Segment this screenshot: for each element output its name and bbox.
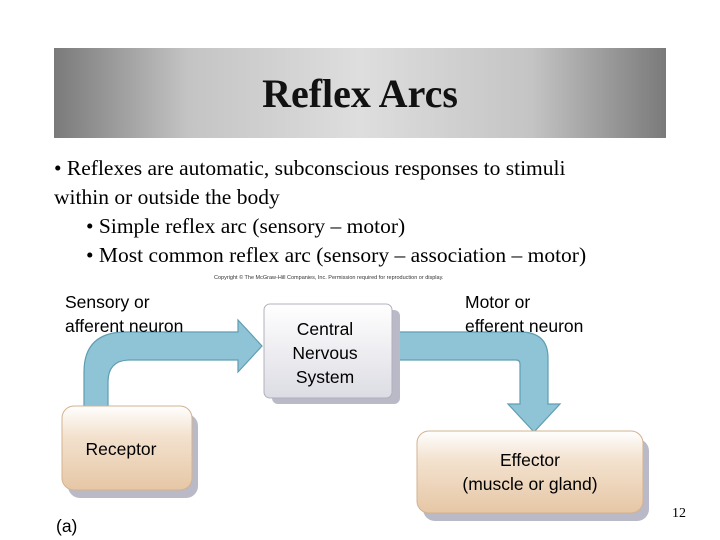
sensory-neuron-label: Sensory or afferent neuron xyxy=(65,290,183,338)
effector-label: Effector (muscle or gland) xyxy=(417,448,643,496)
motor-label-line-1: Motor or xyxy=(465,292,531,312)
receptor-box xyxy=(61,405,193,491)
cns-label-line-1: Central xyxy=(296,319,354,339)
title-bar: Reflex Arcs xyxy=(54,48,666,138)
bullet-sub-1: • Simple reflex arc (sensory – motor) xyxy=(86,214,406,238)
motor-label-line-2: efferent neuron xyxy=(465,316,584,336)
cns-label-line-2: Nervous xyxy=(292,343,358,363)
motor-neuron-label: Motor or efferent neuron xyxy=(465,290,583,338)
motor-arrow xyxy=(391,331,562,433)
copyright-notice: Copyright © The McGraw-Hill Companies, I… xyxy=(214,275,444,281)
effector-box xyxy=(416,430,644,514)
sensory-arrow xyxy=(83,318,263,416)
bullet-main-line-2: within or outside the body xyxy=(54,185,280,209)
panel-label: (a) xyxy=(56,516,78,536)
sensory-label-line-2: afferent neuron xyxy=(65,316,184,336)
page-number: 12 xyxy=(672,506,686,521)
effector-label-line-1: Effector xyxy=(500,450,560,470)
slide-title: Reflex Arcs xyxy=(262,70,458,116)
cns-label-line-3: System xyxy=(295,367,355,387)
cns-box xyxy=(263,303,393,399)
receptor-label: Receptor xyxy=(85,439,157,459)
cns-label: Central Nervous System xyxy=(264,317,386,389)
sensory-label-line-1: Sensory or xyxy=(65,292,150,312)
bullet-list: • Reflexes are automatic, subconscious r… xyxy=(54,154,694,270)
bullet-main-line-1: • Reflexes are automatic, subconscious r… xyxy=(54,156,566,180)
bullet-sub-2: • Most common reflex arc (sensory – asso… xyxy=(86,243,587,267)
effector-label-line-2: (muscle or gland) xyxy=(462,474,598,494)
